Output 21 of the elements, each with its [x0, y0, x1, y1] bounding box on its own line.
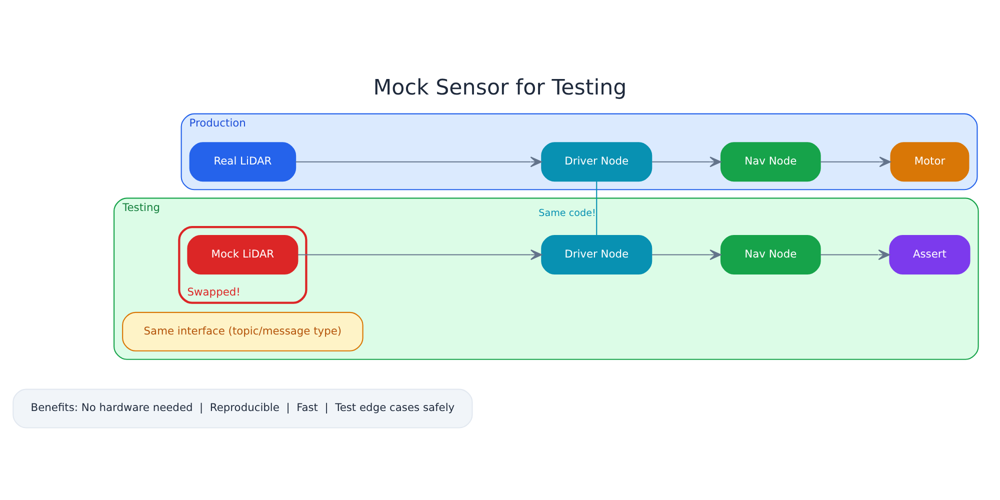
node-box: Benefits: No hardware needed | Reproducible | Fast | Test edge cases safely: [12, 388, 473, 428]
edge-label: Same code!: [538, 208, 596, 219]
arrow: [820, 156, 891, 167]
node-box: Nav Node: [720, 142, 821, 182]
arrow: [820, 248, 890, 260]
cluster: [178, 225, 308, 304]
node-box: Same interface (topic/message type): [122, 311, 364, 351]
arrow: [652, 156, 722, 167]
node-box: Real LiDAR: [189, 142, 296, 182]
node-box: Assert: [889, 234, 970, 274]
arrow: [652, 248, 722, 260]
node-box: Driver Node: [541, 142, 652, 182]
connector: [596, 180, 598, 236]
node-box: Mock LiDAR: [187, 234, 298, 274]
node-box: Nav Node: [720, 234, 821, 274]
node-box: Driver Node: [541, 234, 652, 274]
arrow: [298, 248, 542, 260]
node-box: Motor: [890, 142, 970, 182]
diagram-title: Mock Sensor for Testing: [373, 75, 627, 100]
arrow: [296, 156, 542, 167]
node-label: Swapped!: [187, 284, 240, 298]
